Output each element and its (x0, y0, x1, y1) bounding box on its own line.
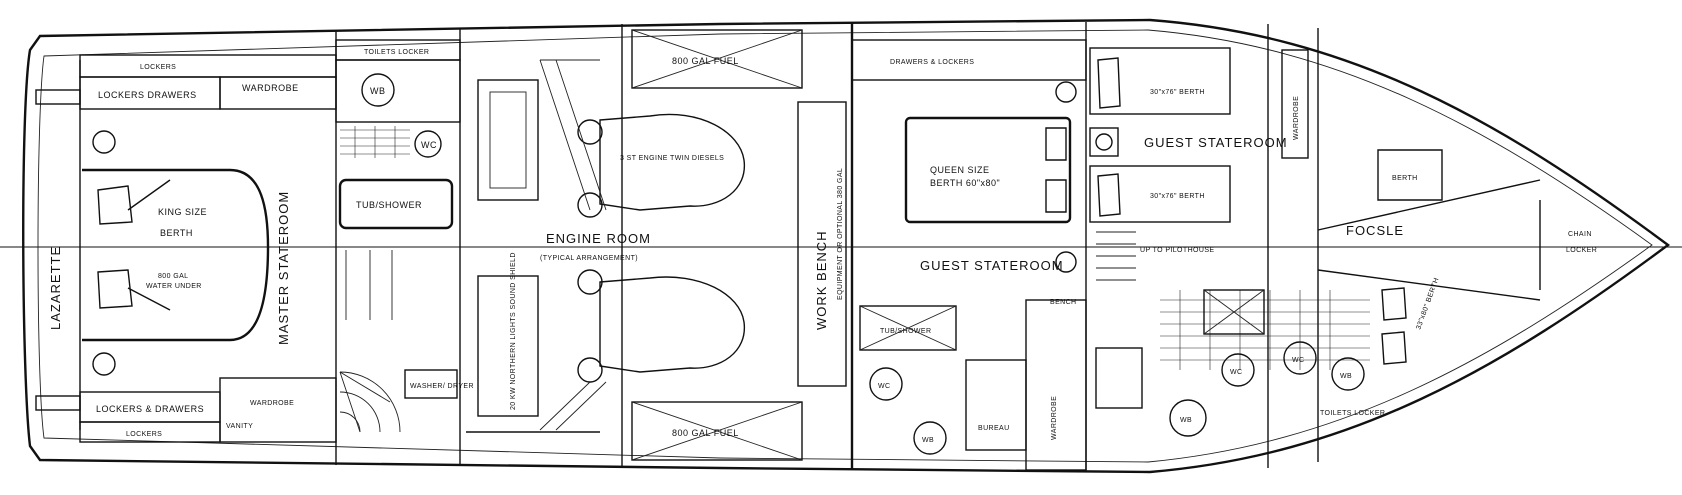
fuel-tank-top (631, 29, 803, 89)
berth-lower-label: 30"x76" BERTH (1150, 193, 1205, 200)
porthole-master-1 (92, 130, 116, 154)
engine-room-label: ENGINE ROOM (546, 231, 651, 246)
master-head-grid (340, 126, 410, 158)
chain-locker-label-2: LOCKER (1566, 247, 1597, 254)
lazarette-rail-top (35, 89, 81, 105)
focsle-label: FOCSLE (1346, 223, 1404, 238)
bureau-label: BUREAU (978, 425, 1010, 432)
toilets-locker-label: TOILETS LOCKER (364, 49, 429, 56)
typical-arrangement-label: (TYPICAL ARRANGEMENT) (540, 255, 638, 262)
engine-top-label: 3 ST ENGINE TWIN DIESELS (620, 155, 724, 162)
lockers-drawers-bottom-label: LOCKERS & DRAWERS (96, 404, 204, 414)
master-wb (361, 73, 395, 107)
king-berth-label-4: WATER UNDER (146, 283, 202, 290)
master-tub (338, 178, 454, 230)
fwd-wc-2-label: WC (1292, 357, 1304, 364)
battery-top (477, 79, 539, 201)
optional-equipment-label: EQUIPMENT OR OPTIONAL 380 GAL (837, 168, 844, 300)
king-berth-label-1: KING SIZE (158, 207, 207, 217)
fwd-wd-label: WB (1340, 373, 1352, 380)
up-to-pilothouse-label: UP TO PILOTHOUSE (1140, 247, 1214, 254)
king-berth-label-3: 800 GAL (158, 273, 188, 280)
work-bench (797, 101, 847, 387)
fuel-top-label: 800 GAL FUEL (672, 56, 739, 66)
drawers-lockers-label: DRAWERS & LOCKERS (890, 59, 974, 66)
hull-outline (22, 18, 1671, 474)
washer-dryer-label: WASHER/ DRYER (410, 383, 474, 390)
stairs-up (1096, 231, 1136, 281)
wardrobe-guest-label: WARDROBE (1051, 396, 1058, 440)
master-closets (345, 250, 393, 320)
engine-bottom (599, 276, 745, 373)
lockers-top-label: LOCKERS (140, 64, 176, 71)
master-wc-label: WC (421, 140, 437, 150)
hull-inner-line (37, 29, 1653, 463)
guest-stateroom-port-label: GUEST STATEROOM (920, 258, 1064, 273)
generator-label: 20 KW NORTHERN LIGHTS SOUND SHIELD (510, 252, 517, 410)
toilets-locker-fwd-label: TOILETS LOCKER (1320, 410, 1385, 417)
queen-berth (904, 116, 1072, 224)
berth-upper-label: 30"x76" BERTH (1150, 89, 1205, 96)
fwd-wc-1-label: WC (1230, 369, 1242, 376)
lockers-drawers-top-label: LOCKERS DRAWERS (98, 90, 197, 100)
lazarette-label: LAZARETTE (48, 246, 63, 330)
wardrobe-master-bottom-label: WARDROBE (250, 400, 294, 407)
fwd-wb-label: WB (1180, 417, 1192, 424)
pillow-2 (97, 269, 171, 311)
forward-head-grid (1160, 290, 1370, 370)
guest-wb-label: WB (922, 437, 934, 444)
berth-v1-label: BERTH (1392, 175, 1418, 182)
porthole-master-2 (92, 352, 116, 376)
queen-berth-label-2: BERTH 60"x80" (930, 178, 1000, 188)
guest-wc-label: WC (878, 383, 890, 390)
wardrobe-master-top-label: WARDROBE (242, 83, 299, 93)
generator (477, 275, 539, 417)
lockers-bottom-label: LOCKERS (126, 431, 162, 438)
master-wb-label: WB (370, 86, 386, 96)
spiral-stair (339, 371, 401, 433)
bench-label: BENCH (1050, 299, 1077, 306)
wardrobe-fwd-label: WARDROBE (1293, 96, 1300, 140)
vanity-label: VANITY (226, 423, 253, 430)
guest-tub (859, 305, 957, 351)
queen-berth-label-1: QUEEN SIZE (930, 165, 990, 175)
lazarette-rail-bottom (35, 395, 81, 411)
guest-stateroom-stbd-label: GUEST STATEROOM (1144, 135, 1288, 150)
pillow-1 (97, 179, 171, 225)
engine-top (599, 113, 745, 211)
chain-locker-label-1: CHAIN (1568, 231, 1592, 238)
king-berth (82, 168, 270, 342)
work-bench-label: WORK BENCH (814, 230, 829, 330)
king-berth-label-2: BERTH (160, 228, 193, 238)
fuel-bottom-label: 800 GAL FUEL (672, 428, 739, 438)
master-wc (414, 130, 442, 158)
guest-tub-label: TUB/SHOWER (880, 328, 931, 335)
fuel-tank-bottom (631, 401, 803, 461)
master-stateroom-label: MASTER STATEROOM (276, 191, 291, 345)
master-tub-label: TUB/SHOWER (356, 200, 422, 210)
